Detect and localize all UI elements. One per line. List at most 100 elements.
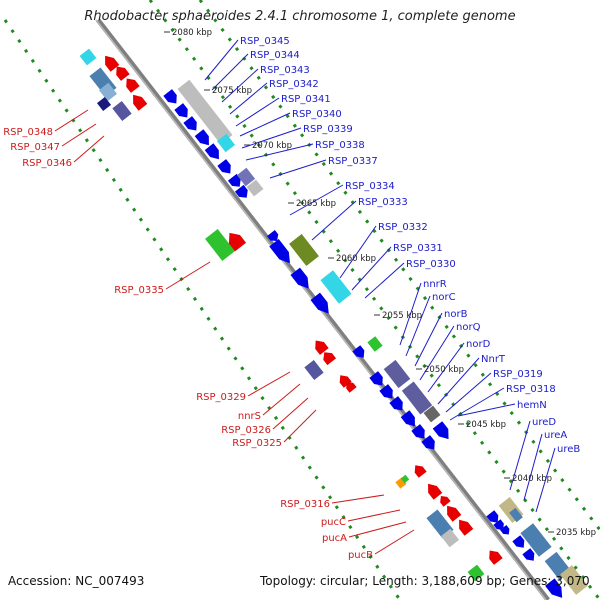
forward-gene-label: RSP_0331 — [393, 243, 443, 254]
forward-gene-label: RSP_0333 — [358, 197, 408, 208]
cds-shade-block — [205, 229, 235, 261]
reverse-gene-leader-line — [247, 371, 291, 397]
forward-cds-block — [266, 229, 279, 241]
kbp-tick-label: 2070 kbp — [252, 141, 292, 151]
kbp-tick-label: 2050 kbp — [424, 365, 464, 375]
forward-gene-leader-line — [414, 312, 443, 367]
forward-cds-block — [369, 371, 383, 386]
cds-shade-block — [320, 270, 352, 304]
forward-cds-block — [163, 89, 177, 104]
reverse-gene-label: RSP_0335 — [114, 285, 164, 296]
forward-cds-block — [411, 424, 425, 439]
forward-gene-label: RSP_0341 — [281, 94, 331, 105]
cds-shade-block — [246, 179, 264, 197]
label-leader-lines — [54, 39, 556, 555]
forward-gene-leader-line — [235, 97, 280, 127]
forward-gene-label: nnrR — [423, 279, 447, 290]
cds-shade-block — [367, 336, 383, 352]
forward-gene-leader-line — [449, 387, 505, 421]
forward-gene-label: RSP_0343 — [260, 65, 310, 76]
forward-gene-leader-line — [457, 403, 516, 417]
cds-shade-block — [236, 167, 256, 187]
dotted-ring-outer-right — [198, 0, 600, 531]
cds-shade-block — [216, 133, 236, 153]
forward-cds-block — [217, 159, 231, 174]
cds-shade-block — [98, 82, 118, 102]
forward-gene-leader-line — [437, 357, 480, 405]
forward-gene-leader-line — [445, 372, 492, 413]
reverse-cds-block — [323, 352, 337, 366]
forward-cds-block — [290, 267, 309, 289]
forward-gene-leader-line — [269, 159, 327, 179]
forward-cds-block — [421, 435, 435, 450]
forward-cds-block — [493, 519, 504, 530]
forward-cds-block — [486, 510, 499, 523]
cds-shade-block — [467, 564, 485, 582]
reverse-gene-leader-line — [165, 261, 211, 290]
reverse-gene-leader-line — [347, 509, 401, 522]
reverse-gene-label: pucA — [322, 533, 347, 544]
forward-gene-label: hemN — [517, 400, 547, 411]
forward-gene-label: RSP_0318 — [506, 384, 556, 395]
reverse-gene-label: nnrS — [238, 411, 261, 422]
reverse-cds-block — [116, 66, 130, 81]
gene-labels: RSP_0345RSP_0344RSP_0343RSP_0342RSP_0341… — [3, 36, 580, 561]
forward-gene-label: RSP_0345 — [240, 36, 290, 47]
reverse-gene-leader-line — [73, 135, 105, 163]
cds-shade-block — [509, 507, 523, 523]
forward-gene-leader-line — [427, 342, 465, 393]
forward-gene-leader-line — [311, 200, 357, 241]
forward-gene-leader-line — [239, 112, 291, 137]
forward-cds-block — [227, 173, 241, 187]
reverse-gene-leader-line — [272, 397, 309, 430]
forward-gene-leader-line — [509, 420, 531, 491]
cds-shade-block — [400, 474, 410, 484]
forward-gene-leader-line — [399, 282, 422, 346]
cds-shade-block — [560, 565, 588, 595]
forward-cds-block — [545, 578, 563, 598]
reverse-gene-label: RSP_0348 — [3, 127, 53, 138]
forward-gene-leader-line — [339, 225, 377, 279]
forward-gene-leader-line — [245, 143, 314, 161]
forward-gene-label: RSP_0342 — [269, 79, 319, 90]
accession-text: Accession: NC_007493 — [8, 574, 145, 588]
reverse-gene-label: pucB — [348, 550, 373, 561]
forward-gene-label: RSP_0334 — [345, 181, 395, 192]
forward-gene-label: RSP_0339 — [303, 124, 353, 135]
reverse-gene-label: RSP_0329 — [196, 392, 246, 403]
forward-gene-label: ureD — [532, 417, 556, 428]
forward-gene-label: RSP_0340 — [292, 109, 342, 120]
forward-gene-leader-line — [523, 433, 543, 501]
forward-gene-leader-line — [204, 39, 239, 81]
kbp-tick-label: 2045 kbp — [466, 420, 506, 430]
reverse-cds-block — [315, 340, 329, 355]
forward-gene-leader-line — [241, 127, 302, 149]
kbp-tick-label: 2065 kbp — [296, 199, 336, 209]
kbp-tick-label: 2035 kbp — [556, 528, 596, 538]
feature-tracks — [79, 48, 588, 598]
forward-cds-block — [204, 143, 219, 160]
reverse-cds-block — [414, 465, 427, 478]
kbp-tick-label: 2040 kbp — [512, 474, 552, 484]
reverse-gene-leader-line — [331, 494, 385, 504]
reverse-cds-block — [133, 94, 148, 111]
reverse-cds-block — [126, 78, 140, 93]
kbp-dotted-rings — [3, 0, 600, 600]
reverse-gene-leader-line — [348, 521, 407, 538]
forward-gene-label: norC — [432, 292, 456, 303]
reverse-cds-block — [339, 375, 352, 388]
forward-gene-label: ureB — [557, 444, 580, 455]
forward-gene-label: RSP_0344 — [250, 50, 300, 61]
forward-gene-label: RSP_0337 — [328, 156, 378, 167]
forward-gene-leader-line — [289, 184, 344, 216]
forward-gene-leader-line — [364, 262, 405, 299]
forward-gene-leader-line — [419, 325, 455, 381]
cds-shade-block — [177, 79, 233, 145]
reverse-gene-label: RSP_0347 — [10, 142, 60, 153]
kbp-tick-label: 2075 kbp — [212, 86, 252, 96]
reverse-cds-block — [346, 382, 357, 393]
forward-gene-label: RSP_0330 — [406, 259, 456, 270]
